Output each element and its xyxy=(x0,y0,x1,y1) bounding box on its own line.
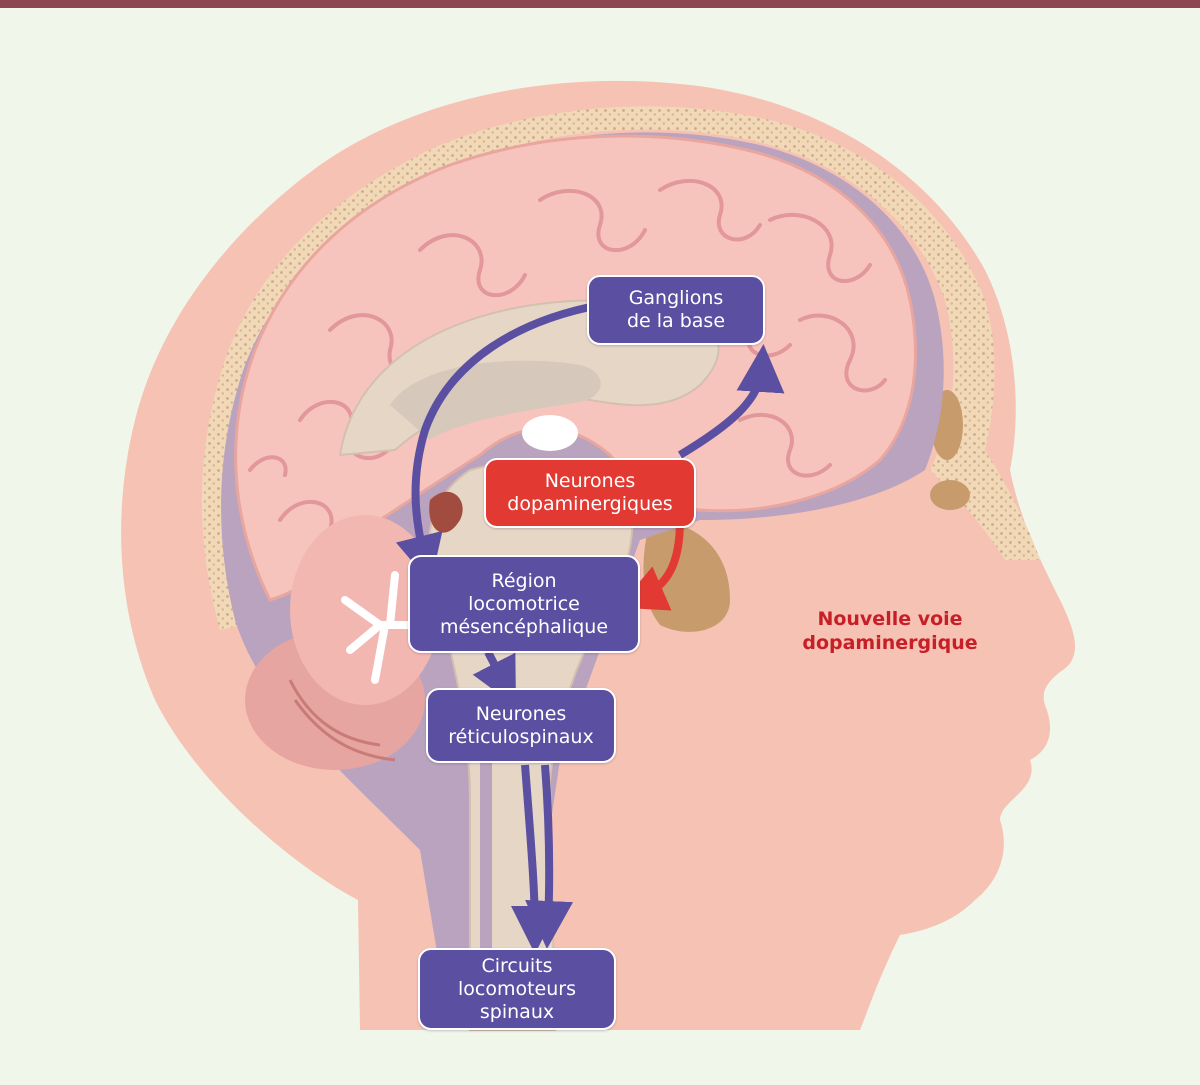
node-neurones-reticulospinaux: Neurones réticulospinaux xyxy=(426,688,616,763)
arrow-reticulospinal-to-circuits-2 xyxy=(525,764,574,949)
top-border xyxy=(0,0,1200,8)
node-region-locomotrice: Région locomotrice mésencéphalique xyxy=(408,555,640,653)
arrow-dopa-to-region xyxy=(617,519,684,611)
node-circuits-spinaux: Circuits locomoteurs spinaux xyxy=(418,948,616,1030)
lateral-ventricle xyxy=(390,360,601,440)
fourth-ventricle xyxy=(429,491,463,533)
thalamus xyxy=(522,415,578,451)
sinus-cavity xyxy=(930,480,970,510)
arrow-ganglions-to-region xyxy=(395,301,601,584)
arrow-region-to-reticulospinal xyxy=(472,650,516,707)
node-neurones-dopaminergiques: Neurones dopaminergiques xyxy=(484,458,696,528)
node-ganglions-base: Ganglions de la base xyxy=(587,275,765,345)
new-pathway-label: Nouvelle voie dopaminergique xyxy=(802,608,978,654)
arrow-dopa-to-ganglions xyxy=(677,344,785,459)
